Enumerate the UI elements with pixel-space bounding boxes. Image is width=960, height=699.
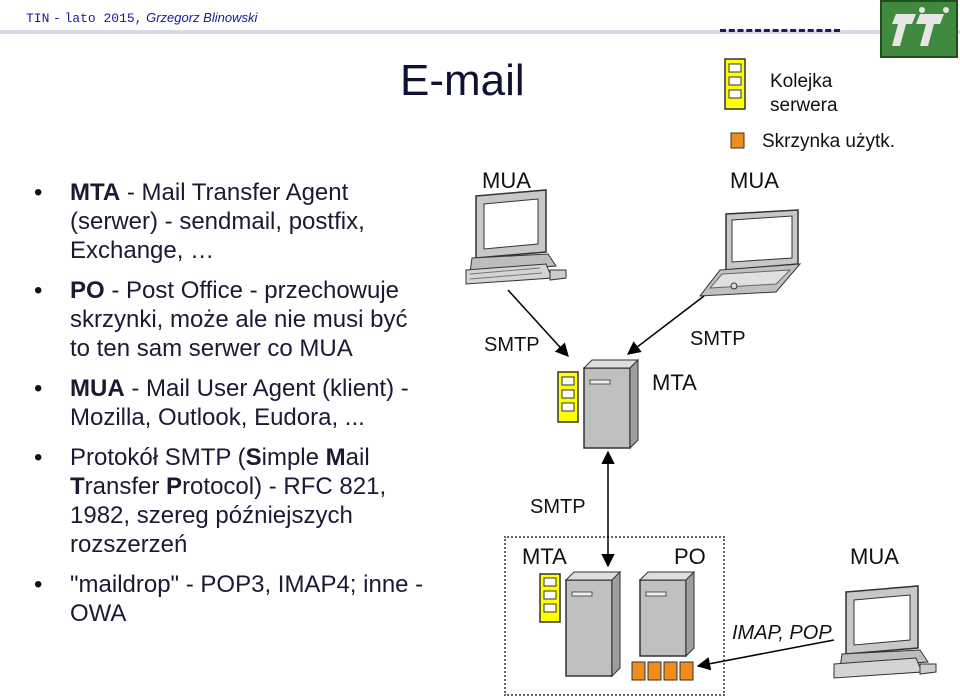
bullet-mta: MTA - Mail Transfer Agent (serwer) - sen… — [34, 178, 434, 265]
header-rule — [0, 30, 960, 34]
bullet-key: T — [70, 473, 85, 500]
smtp-bottom-label: SMTP — [530, 496, 586, 518]
bullet-smtp: Protokół SMTP (Simple Mail Transfer Prot… — [34, 443, 434, 559]
smtp-left-label: SMTP — [484, 334, 540, 356]
bullet-text: imple — [261, 444, 326, 471]
queue-label-line-1: Kolejka — [770, 71, 833, 92]
header-separator: - — [53, 11, 61, 26]
bullet-mua: MUA - Mail User Agent (klient) - Mozilla… — [34, 374, 434, 432]
server-icon — [582, 358, 640, 450]
bullet-list: MTA - Mail Transfer Agent (serwer) - sen… — [34, 178, 434, 639]
smtp-right-label: SMTP — [690, 328, 746, 350]
term: lato 2015, — [64, 11, 143, 26]
mua-bottom-label: MUA — [850, 544, 899, 569]
bullet-key: PO — [70, 277, 105, 304]
mta-server-icon — [564, 570, 622, 678]
mua-top-right-label: MUA — [730, 168, 779, 193]
header-text: TIN - lato 2015, Grzegorz Blinowski — [26, 10, 257, 26]
bullet-text: Protokół SMTP ( — [70, 444, 246, 471]
queue-label-line-2: serwera — [770, 95, 838, 116]
bullet-key: MUA — [70, 375, 125, 402]
bullet-text: ransfer — [84, 473, 167, 500]
bullet-text: - Mail User Agent (klient) - Mozilla, Ou… — [70, 375, 409, 431]
queue-legend-label: Kolejka serwera — [770, 70, 838, 118]
imap-pop-arrow — [696, 639, 835, 671]
bullet-maildrop: "maildrop" - POP3, IMAP4; inne - OWA — [34, 570, 434, 628]
client-computer-icon — [833, 585, 937, 679]
desktop-computer-icon — [465, 189, 567, 285]
slide-title: E-mail — [400, 56, 525, 105]
course-code: TIN — [26, 11, 50, 26]
smtp-arrow-right — [626, 295, 705, 355]
bullet-text: rotocol) - RFC 821, 1982, szereg później… — [70, 473, 387, 558]
mta-mid-label: MTA — [652, 370, 697, 395]
po-label: PO — [674, 544, 706, 569]
server-queue-icon — [557, 371, 579, 423]
bullet-key: P — [166, 473, 183, 500]
mta-queue-icon — [539, 573, 561, 623]
queue-legend-icon — [724, 58, 746, 110]
mua-top-left-label: MUA — [482, 168, 531, 193]
bullet-text: ail — [345, 444, 370, 471]
mta-bottom-label: MTA — [522, 544, 567, 569]
mailbox-icons — [631, 661, 694, 681]
smtp-arrow-left — [507, 289, 569, 357]
bullet-key: M — [325, 444, 346, 471]
bullet-text: "maildrop" - POP3, IMAP4; inne - OWA — [70, 571, 424, 627]
bullet-key: MTA — [70, 179, 121, 206]
logo-image — [880, 0, 958, 58]
header-dashes — [720, 29, 840, 32]
po-server-icon — [638, 570, 696, 658]
logo-graphic — [882, 2, 956, 56]
bullet-key: S — [245, 444, 262, 471]
author: Grzegorz Blinowski — [146, 10, 258, 25]
laptop-icon — [698, 209, 802, 297]
bullet-po: PO - Post Office - przechowuje skrzynki,… — [34, 276, 434, 363]
bullet-text: - Mail Transfer Agent (serwer) - sendmai… — [70, 179, 365, 264]
mailbox-legend-icon — [730, 132, 745, 149]
mailbox-legend-label: Skrzynka użytk. — [762, 131, 896, 152]
imap-pop-label: IMAP, POP — [732, 622, 832, 644]
bullet-text: - Post Office - przechowuje skrzynki, mo… — [70, 277, 408, 362]
